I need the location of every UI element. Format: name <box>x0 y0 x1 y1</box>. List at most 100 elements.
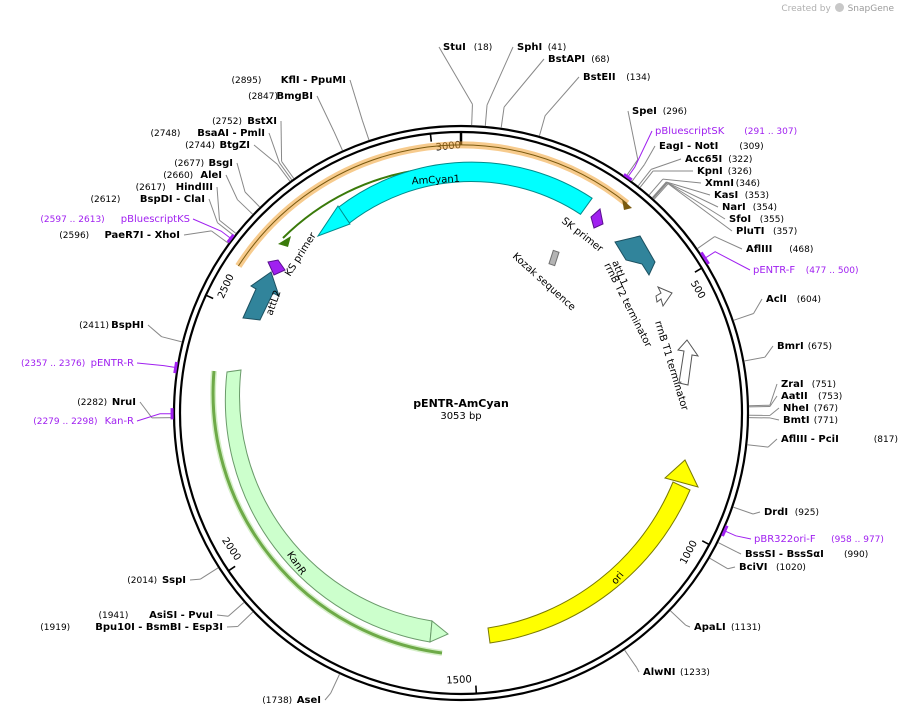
site-connector <box>316 95 335 132</box>
site-connector <box>208 198 218 223</box>
snapgene-logo-icon <box>834 3 844 12</box>
site-connector <box>769 395 778 407</box>
primer-range: (958 .. 977) <box>831 535 884 545</box>
site-position: (41) <box>548 43 566 53</box>
site-leader <box>625 159 639 178</box>
scale-tick <box>429 133 433 142</box>
site-connector <box>753 298 763 314</box>
restriction-site: PaeR7I - XhoI(2596) <box>59 230 229 244</box>
kanr-feature <box>224 369 433 643</box>
backbone-outer <box>172 124 750 702</box>
kozak-feature <box>548 249 560 267</box>
primer-mark <box>226 233 235 244</box>
site-name: BstEII <box>583 72 616 83</box>
restriction-site: AflIII(468) <box>697 236 813 255</box>
primer-name: pBR322ori-F <box>754 534 816 545</box>
restriction-site: AatII(753) <box>748 391 842 408</box>
site-leader <box>637 169 652 187</box>
site-leader <box>709 557 729 570</box>
primer-site: pBluescriptKS(2597 .. 2613) <box>40 214 235 244</box>
kanr-orf-glow <box>210 370 443 656</box>
site-connector <box>216 186 220 221</box>
site-leader <box>227 602 245 617</box>
site-leader <box>733 506 754 515</box>
site-connector <box>666 181 719 208</box>
site-name: ZraI <box>781 379 804 390</box>
site-name: BsaAI - PmlI <box>197 128 265 139</box>
site-name: BciVI <box>739 562 767 573</box>
site-position: (2014) <box>127 576 157 586</box>
site-name: HindIII <box>176 182 213 193</box>
site-name: Bpu10I - BsmBI - Esp3I <box>95 622 223 633</box>
site-leader <box>330 673 341 694</box>
site-name: EagI - NotI <box>659 141 718 152</box>
site-name: SpeI <box>632 106 657 117</box>
site-leader <box>471 104 473 126</box>
site-leader <box>652 182 668 199</box>
site-leader <box>237 199 253 215</box>
site-leader <box>211 230 229 244</box>
site-connector <box>769 383 778 406</box>
site-name: BstAPI <box>548 54 585 65</box>
site-connector <box>666 181 711 196</box>
site-leader <box>361 120 370 141</box>
site-name: BmtI <box>783 415 810 426</box>
restriction-site: BstEII(134) <box>538 72 650 137</box>
site-position: (817) <box>874 435 898 445</box>
site-name: XmnI <box>705 178 734 189</box>
site-name: BmgBI <box>276 91 313 102</box>
site-position: (1738) <box>262 696 292 706</box>
restriction-site: BmgBI(2847) <box>248 91 343 151</box>
site-name: NruI <box>112 397 136 408</box>
site-connector <box>666 182 726 220</box>
rrnb-t2-label: rrnB T2 terminator <box>601 261 653 350</box>
primer-mark <box>623 173 633 182</box>
site-name: KflI - PpuMI <box>281 75 346 86</box>
primer-range: (477 .. 500) <box>806 266 859 276</box>
restriction-site: Acc65I(322) <box>637 154 752 187</box>
site-leader <box>748 404 770 407</box>
site-position: (355) <box>760 215 784 225</box>
amcyan1-label: AmCyan1 <box>411 174 460 188</box>
site-connector <box>627 110 639 160</box>
ks-primer-label: KS primer <box>283 230 319 278</box>
site-position: (296) <box>663 107 687 117</box>
restriction-site: BstAPI (68) <box>500 54 610 128</box>
restriction-site: BstXI(2752) <box>212 116 295 179</box>
restriction-site: BssSI - BssSαI(990) <box>717 542 868 560</box>
site-leader <box>277 164 291 182</box>
restriction-site: ApaLI(1131) <box>670 610 761 633</box>
restriction-site: KflI - PpuMI(2895) <box>231 75 370 141</box>
site-position: (468) <box>789 245 813 255</box>
site-position: (2411) <box>79 321 109 331</box>
site-leader <box>279 162 293 181</box>
site-name: PluTI <box>736 226 764 237</box>
site-leader <box>697 236 715 249</box>
primer-site: pENTR-F(477 .. 500) <box>700 251 859 276</box>
scale-tick-label: 2000 <box>219 536 242 563</box>
site-connector <box>714 236 743 250</box>
restriction-site: KpnI(326) <box>639 166 752 188</box>
restriction-site: BspHI(2411) <box>79 320 183 343</box>
site-connector <box>667 183 733 232</box>
site-leader <box>161 336 183 343</box>
site-leader <box>747 444 769 448</box>
primer-name: pBluescriptSK <box>655 126 725 137</box>
restriction-site: BsgI(2677) <box>174 158 261 208</box>
primer-mark <box>700 251 710 265</box>
site-position: (1233) <box>680 668 710 678</box>
restriction-site: AseI(1738) <box>262 673 341 706</box>
credit-brand: SnapGene <box>847 4 894 14</box>
site-connector <box>438 46 473 105</box>
plasmid-name: pENTR-AmCyan <box>413 397 509 410</box>
primer-site: pBluescriptSK(291 .. 307) <box>623 126 797 182</box>
scale-tick-label: 2500 <box>216 273 237 301</box>
restriction-site: BmtI(771) <box>748 415 838 426</box>
site-position: (2612) <box>90 195 120 205</box>
site-position: (68) <box>591 55 609 65</box>
site-leader <box>624 649 637 668</box>
site-position: (1020) <box>776 563 806 573</box>
site-name: AflIII - PciI <box>781 434 839 445</box>
restriction-site: EagI - NotI(309) <box>631 141 764 182</box>
